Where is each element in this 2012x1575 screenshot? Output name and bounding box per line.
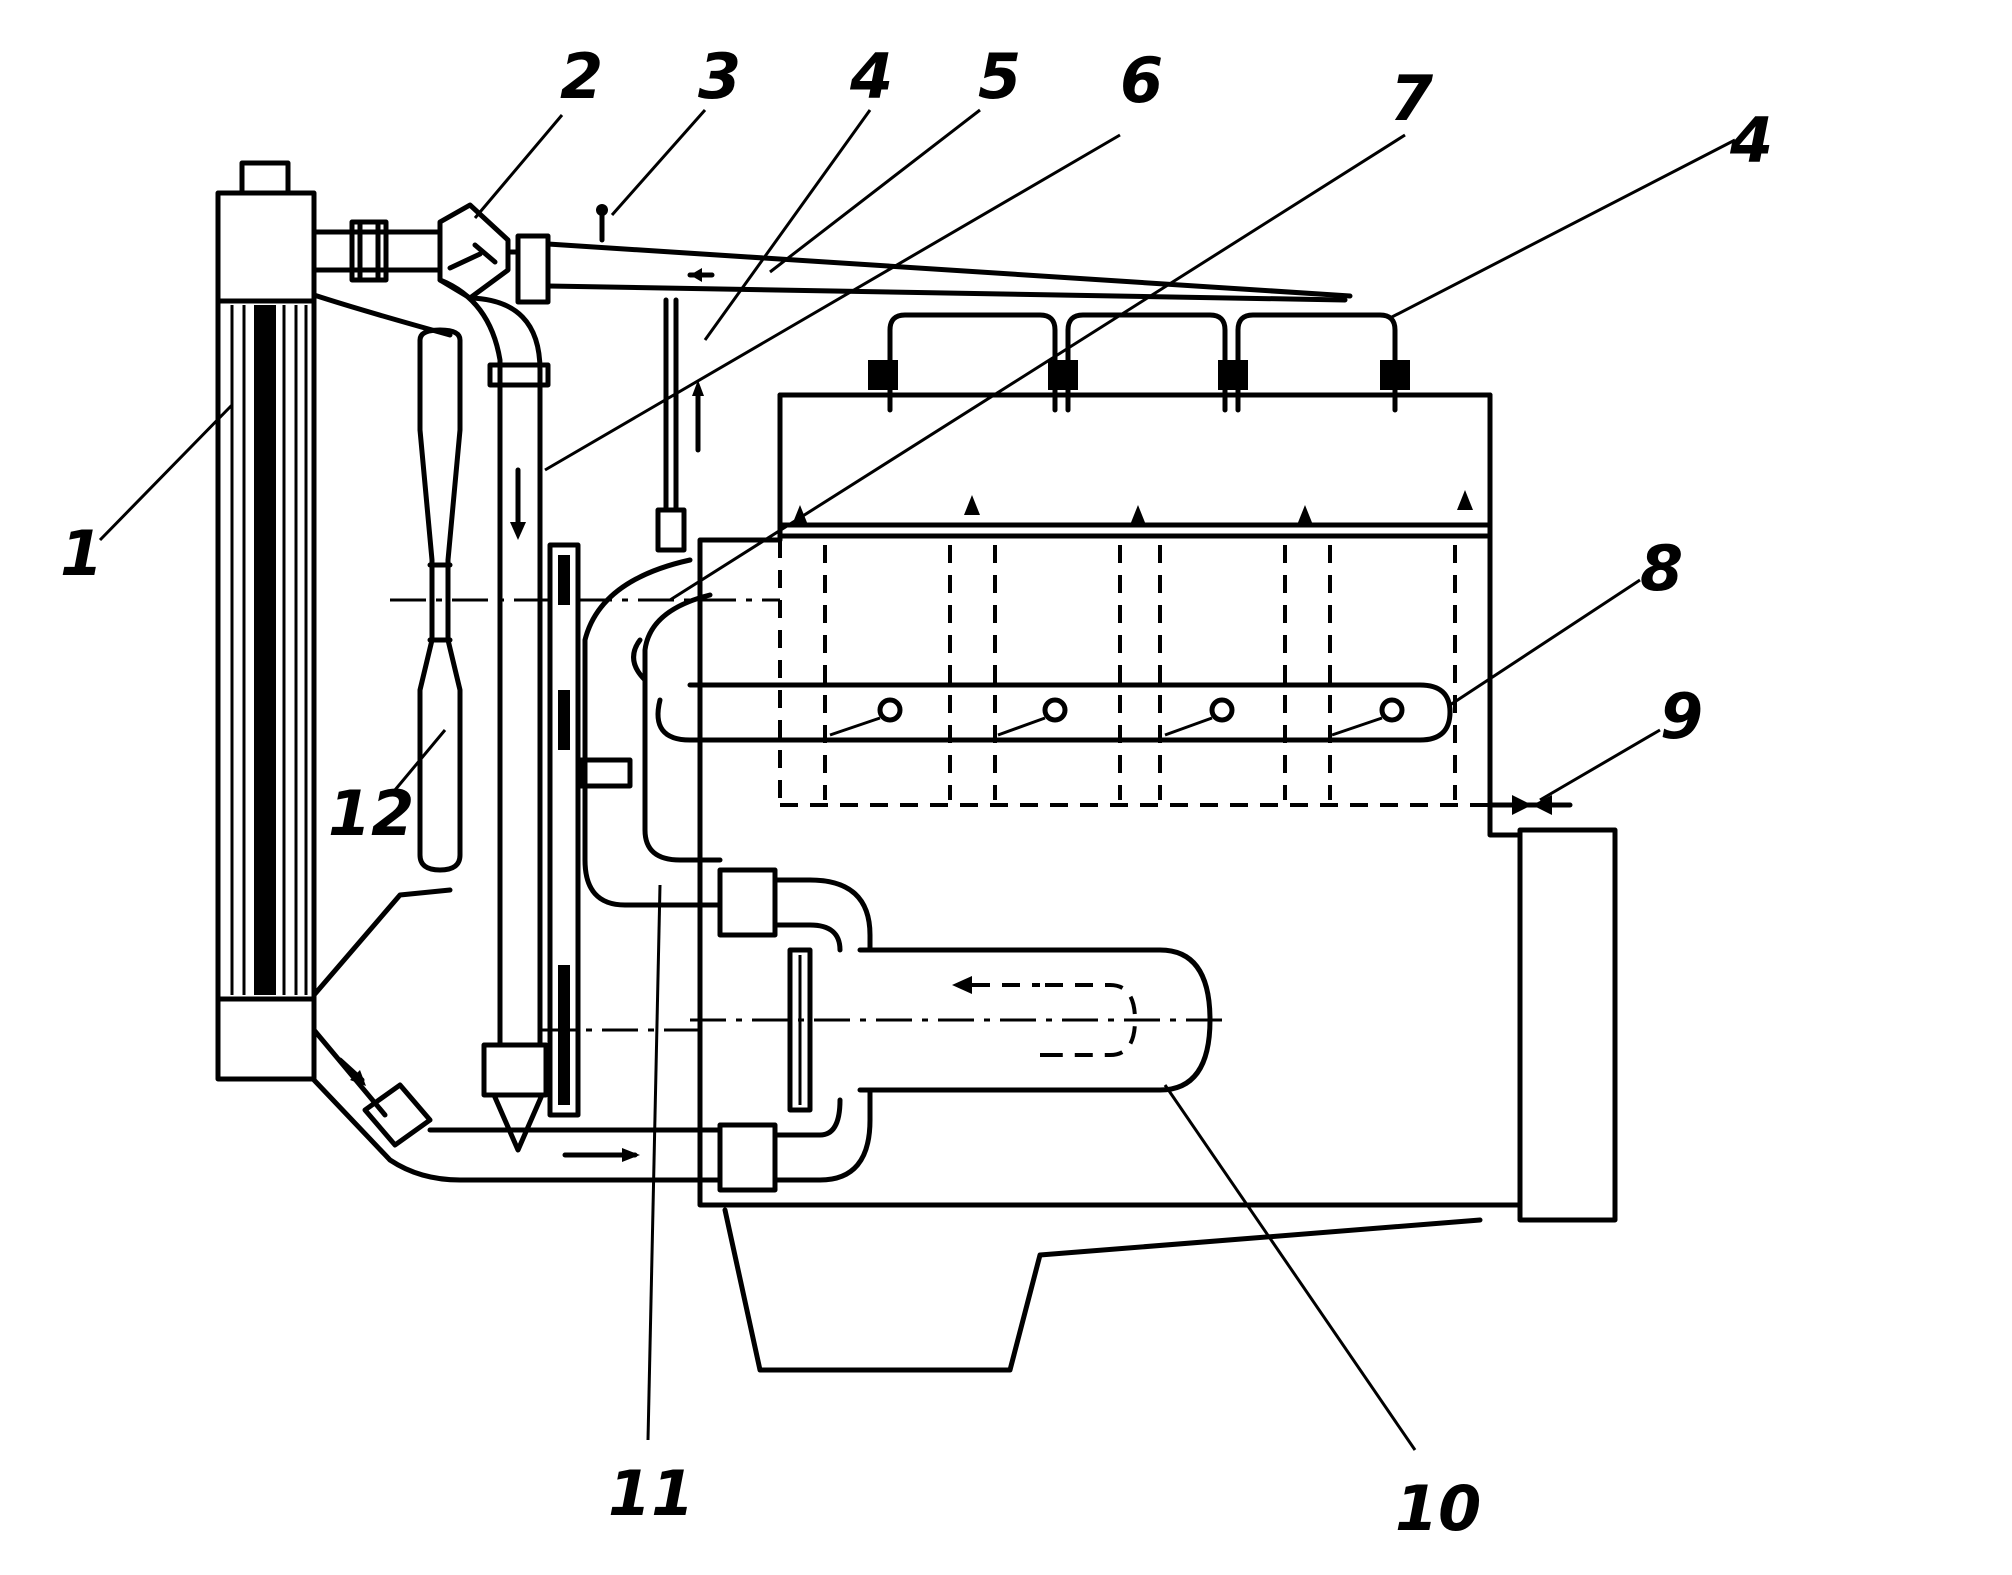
leader-6 — [544, 133, 1121, 472]
leader-5 — [769, 108, 981, 274]
radiator-filler-cap — [239, 160, 291, 196]
leader-12 — [393, 729, 447, 791]
return-pipe — [437, 277, 551, 1153]
fan-shroud — [311, 292, 453, 998]
leader-9 — [1539, 728, 1661, 802]
bypass-tube — [655, 297, 704, 553]
leader-lines — [98, 108, 1736, 1451]
label-3: 3 — [698, 40, 741, 113]
pump-connection-pipes — [577, 557, 723, 908]
oil-pan — [722, 1207, 1483, 1373]
label-11: 11 — [608, 1457, 694, 1530]
label-1: 1 — [60, 517, 103, 590]
distribution-tube — [687, 682, 1453, 743]
lower-radiator-hose — [311, 1027, 723, 1183]
leader-2 — [473, 114, 564, 219]
drain-valve — [1487, 795, 1573, 815]
leader-11 — [646, 884, 662, 1441]
label-12: 12 — [328, 777, 414, 850]
leader-4a — [703, 109, 872, 341]
label-7: 7 — [1390, 62, 1434, 135]
leader-3 — [610, 109, 707, 216]
leader-10 — [1163, 1084, 1417, 1451]
oil-cooler — [690, 867, 1225, 1193]
radiator-bottom-tank — [215, 996, 317, 1082]
leader-8 — [1449, 578, 1641, 707]
upper-water-manifold — [505, 233, 1353, 305]
water-jacket — [778, 540, 1492, 807]
label-10: 10 — [1395, 1472, 1481, 1545]
label-4a: 4 — [849, 40, 893, 113]
leader-1 — [98, 403, 234, 542]
fan-belt — [540, 542, 700, 1118]
label-5: 5 — [978, 40, 1021, 113]
label-8: 8 — [1640, 532, 1683, 605]
label-9: 9 — [1660, 680, 1703, 753]
callout-labels: 1 2 3 4 5 6 7 4 8 9 10 11 12 — [60, 40, 1773, 1545]
radiator-core-tubes — [230, 305, 308, 995]
label-4b: 4 — [1729, 104, 1773, 177]
label-2: 2 — [560, 40, 603, 113]
head-outlet-branches — [868, 312, 1410, 413]
leader-4b — [1389, 138, 1736, 320]
radiator — [215, 160, 317, 1082]
radiator-top-tank — [215, 190, 317, 304]
head-flow-arrows — [792, 490, 1473, 525]
leader-7 — [669, 133, 1406, 602]
air-bleed-valve — [596, 204, 608, 243]
radiator-inlet-hose — [311, 219, 443, 283]
label-6: 6 — [1120, 44, 1163, 117]
